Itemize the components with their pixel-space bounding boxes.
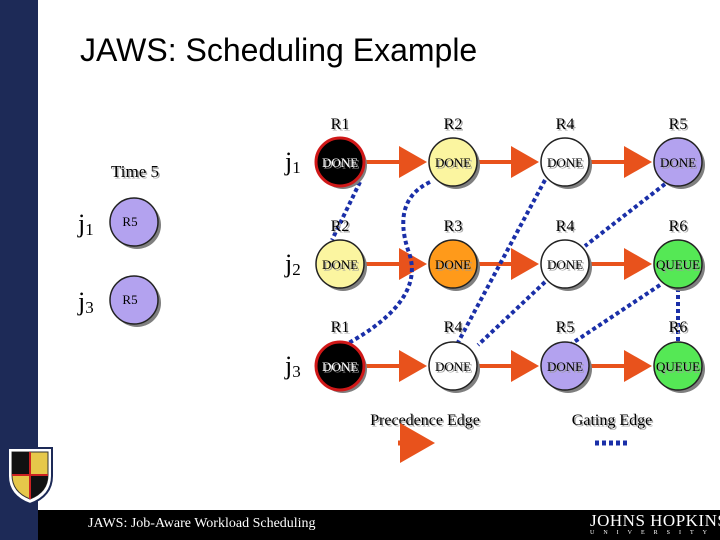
task-resource-label-shadow: R3 [445, 220, 464, 237]
task-resource-label: R6 [669, 319, 688, 336]
task-status: DONE [322, 155, 358, 170]
task-resource-label: R5 [556, 319, 575, 336]
task-status-shadow: DONE [323, 361, 359, 376]
task-node-R2 [428, 137, 478, 187]
gating-edge [330, 181, 362, 241]
task-node-R5 [653, 137, 703, 187]
task-status-shadow: DONE [548, 361, 584, 376]
task-node-R1 [314, 136, 366, 188]
task-status: QUEUE [656, 257, 700, 272]
left-node-label: R5 [122, 214, 137, 229]
logo-subtitle: UNIVERSITY [590, 530, 716, 536]
left-node-R5 [109, 275, 159, 325]
task-resource-label-shadow: R5 [670, 118, 689, 135]
task-status: DONE [547, 257, 583, 272]
footer-bar [38, 510, 720, 540]
logo-name: JOHNS HOPKINS [590, 511, 720, 530]
left-node-label: R5 [122, 292, 137, 307]
job-label-j2: j2 [284, 249, 301, 279]
task-node-R5 [540, 341, 590, 391]
left-job-label-j3: j3 [77, 287, 94, 317]
task-resource-label-shadow: R1 [332, 321, 351, 338]
task-resource-label: R5 [669, 116, 688, 133]
task-resource-label-shadow: R4 [445, 321, 464, 338]
task-node-R2 [315, 239, 365, 289]
task-status-shadow: QUEUE [657, 361, 701, 376]
task-node-R3 [428, 239, 478, 289]
footer-title: JAWS: Job-Aware Workload Scheduling [88, 516, 316, 531]
task-resource-label: R1 [331, 319, 350, 336]
task-node-R4 [540, 239, 590, 289]
scheduling-diagram: j1R1R1DONEDONER2R2DONEDONER4R4DONEDONER5… [77, 116, 705, 463]
task-status: DONE [547, 155, 583, 170]
task-resource-label-shadow: R6 [670, 220, 689, 237]
task-resource-label-shadow: R2 [445, 118, 464, 135]
task-status: DONE [435, 257, 471, 272]
university-logo: JOHNS HOPKINS UNIVERSITY [590, 512, 720, 537]
task-status-shadow: DONE [436, 157, 472, 172]
gating-edge [344, 180, 431, 347]
task-resource-label-shadow: R6 [670, 321, 689, 338]
gating-edge [476, 280, 547, 347]
task-status: QUEUE [656, 359, 700, 374]
left-job-label-j1: j1 [77, 209, 94, 239]
task-node-R1 [314, 340, 366, 392]
time-label: Time 5 [111, 162, 159, 181]
left-node-R5 [109, 197, 159, 247]
legend-precedence-label: Precedence Edge [370, 412, 480, 429]
task-status-shadow: DONE [436, 259, 472, 274]
task-resource-label-shadow: R4 [557, 118, 576, 135]
task-status-shadow: DONE [323, 259, 359, 274]
gating-edge [563, 283, 662, 350]
task-resource-label: R4 [556, 218, 575, 235]
task-resource-label-shadow: R1 [332, 118, 351, 135]
legend-gating-label: Gating Edge [572, 412, 652, 429]
task-resource-label-shadow: R5 [557, 321, 576, 338]
job-label-j3: j3 [284, 351, 301, 381]
task-resource-label: R2 [444, 116, 463, 133]
task-status: DONE [547, 359, 583, 374]
task-status: DONE [322, 257, 358, 272]
gating-edge [453, 179, 547, 349]
time-label-shadow: Time 5 [112, 164, 160, 183]
task-status: DONE [435, 359, 471, 374]
task-node-R6 [653, 239, 703, 289]
task-resource-label: R3 [444, 218, 463, 235]
task-status: DONE [660, 155, 696, 170]
task-resource-label: R6 [669, 218, 688, 235]
task-node-R6 [653, 341, 703, 391]
task-resource-label: R2 [331, 218, 350, 235]
task-status-shadow: DONE [323, 157, 359, 172]
task-status-shadow: QUEUE [657, 259, 701, 274]
job-label-j1: j1 [284, 147, 301, 177]
legend-precedence-label-shadow: Precedence Edge [372, 414, 482, 431]
task-resource-label: R4 [556, 116, 575, 133]
task-resource-label: R1 [331, 116, 350, 133]
university-seal-icon [7, 447, 53, 506]
task-status: DONE [435, 155, 471, 170]
task-status-shadow: DONE [548, 259, 584, 274]
task-status-shadow: DONE [436, 361, 472, 376]
task-node-R4 [428, 341, 478, 391]
gating-edge [583, 182, 667, 248]
task-status-shadow: DONE [661, 157, 697, 172]
slide-title: JAWS: Scheduling Example [80, 32, 478, 68]
legend-gating-label-shadow: Gating Edge [573, 414, 653, 431]
task-status: DONE [322, 359, 358, 374]
task-resource-label-shadow: R4 [557, 220, 576, 237]
task-node-R4 [540, 137, 590, 187]
task-resource-label: R4 [444, 319, 463, 336]
task-resource-label-shadow: R2 [332, 220, 351, 237]
task-status-shadow: DONE [548, 157, 584, 172]
